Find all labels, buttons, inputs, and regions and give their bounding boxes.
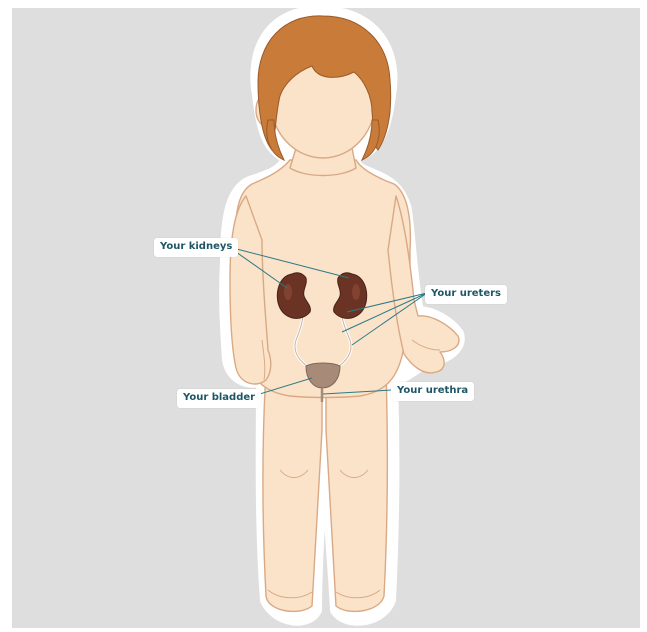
label-kidneys: Your kidneys xyxy=(154,238,238,257)
left-leg xyxy=(263,370,322,611)
label-bladder: Your bladder xyxy=(177,389,261,408)
right-leg xyxy=(326,370,387,611)
label-urethra: Your urethra xyxy=(391,382,474,401)
label-ureters: Your ureters xyxy=(425,285,507,304)
